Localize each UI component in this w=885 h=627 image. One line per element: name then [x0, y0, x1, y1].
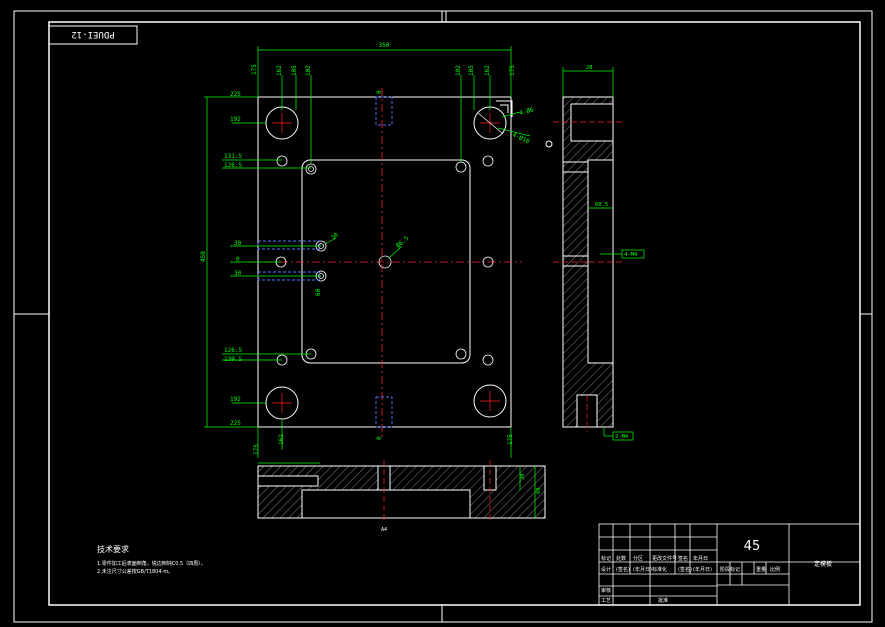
- dim-top-105-r: 105: [468, 65, 475, 76]
- dim-side-mid: 60.5: [595, 202, 608, 208]
- dim-top-102-r: 102: [455, 65, 462, 76]
- tb-r2-5: (年月日): [693, 566, 712, 573]
- dim-left-225-bot: 225: [230, 420, 241, 427]
- dim-side-callout-top: 4-M4: [624, 252, 638, 258]
- guide-hole-br: [473, 384, 507, 418]
- dim-center-0-top: 0: [376, 90, 383, 94]
- dim-top-162-r: 162: [484, 65, 491, 76]
- dim-mark-60: 60: [315, 288, 322, 296]
- dim-left-225-top: 225: [230, 91, 241, 98]
- dim-bottom-view-h: 60: [536, 487, 542, 494]
- dim-top-105-l: 105: [291, 65, 298, 76]
- dim-left-192-bot: 192: [230, 396, 241, 403]
- tb-r1-3: 更改文件号: [652, 555, 677, 562]
- dim-left-126-5-b: 126.5: [224, 347, 242, 354]
- tb-approve: 批准: [658, 597, 668, 604]
- guide-hole-bl: [265, 386, 299, 420]
- dim-left-30-bot: 30: [234, 270, 242, 277]
- dim-overall-height: 450: [200, 251, 207, 262]
- tb-r1-1: 处数: [616, 555, 626, 562]
- tb-r1-2: 分区: [633, 555, 643, 562]
- drawing-code: PDUEI-12: [71, 29, 114, 39]
- material: 45: [744, 539, 761, 554]
- tb-r2-3: 标准化: [652, 566, 667, 573]
- tb-r2-1: (签名): [616, 566, 630, 573]
- dim-left-192-top: 192: [230, 116, 241, 123]
- dim-left-0: 0: [236, 256, 240, 263]
- dim-bottom-view-w: 38: [520, 473, 526, 480]
- dim-bottom-162: 162: [278, 434, 285, 445]
- tb-r2-4: (签名): [678, 566, 692, 573]
- notes-line-2: 2.未注尺寸公差按GB/T1804-m。: [97, 568, 173, 575]
- tb-r2-2: (年月日): [633, 566, 652, 573]
- tb-r1-4: 签名: [678, 555, 688, 562]
- dim-center-hole: Ø6.5: [395, 235, 411, 250]
- tb-weight: 重量: [756, 566, 766, 573]
- dim-top-162-l: 162: [276, 65, 283, 76]
- tb-scale: 比例: [770, 566, 780, 573]
- tb-process: 工艺: [601, 598, 611, 604]
- front-view: 350 175 162 105 102 102 105 162 175 225 …: [200, 42, 535, 458]
- dim-left-131-5: 131.5: [224, 153, 242, 160]
- dim-left-30-top: 30: [234, 240, 242, 247]
- guide-hole-tl: [265, 106, 299, 140]
- guide-hole-tr: [473, 100, 513, 140]
- notes-line-1: 1.零件加工后表面倒角，锐边倒钝C0.5（四周）。: [97, 560, 206, 567]
- dim-hole-note-1: 4-Ø6: [519, 106, 535, 117]
- technical-notes: 技术要求 1.零件加工后表面倒角，锐边倒钝C0.5（四周）。 2.未注尺寸公差按…: [97, 544, 206, 575]
- title-block: [598, 523, 861, 606]
- dim-bottom-175-r: 175: [507, 434, 514, 445]
- dim-side-callout-bot: 2-M4: [615, 434, 629, 440]
- dim-mark-30: 30: [330, 231, 340, 241]
- part-name: 定模板: [814, 560, 832, 568]
- notes-title: 技术要求: [97, 544, 129, 554]
- tb-r2-0: 设计: [601, 566, 611, 573]
- tb-r1-0: 标记: [601, 555, 611, 562]
- dim-side-width: 28: [586, 65, 593, 71]
- dim-overall-width: 350: [379, 42, 390, 49]
- dim-top-175-r: 175: [509, 65, 516, 76]
- side-view: 28 60.5 4-M4 2-M4: [545, 65, 645, 441]
- screw-holes: [275, 155, 494, 366]
- dim-center-0-bot: 0: [376, 436, 383, 440]
- tb-r1-5: 年月日: [693, 555, 708, 562]
- dim-bottom-175-l: 175: [253, 444, 260, 455]
- dimension-text: 350 175 162 105 102 102 105 162 175 225 …: [200, 42, 535, 455]
- tb-stage: 阶段标记: [720, 566, 740, 573]
- dim-top-175: 175: [251, 64, 258, 75]
- dimension-lines: [204, 46, 531, 458]
- dim-left-139-5: 139.5: [224, 356, 242, 363]
- scale-mark: A4: [381, 527, 387, 533]
- bottom-view: 38 60 A4: [257, 460, 546, 533]
- drawing-code-box: PDUEI-12: [48, 25, 138, 45]
- dim-left-126-5: 126.5: [224, 162, 242, 169]
- tb-check: 审核: [601, 587, 611, 594]
- sheet-frame: [13, 10, 873, 623]
- dim-top-102-l: 102: [305, 65, 312, 76]
- title-block-text: 45 定模板 标记 处数 分区 更改文件号 签名 年月日 设计 (签名) (年月…: [601, 539, 832, 604]
